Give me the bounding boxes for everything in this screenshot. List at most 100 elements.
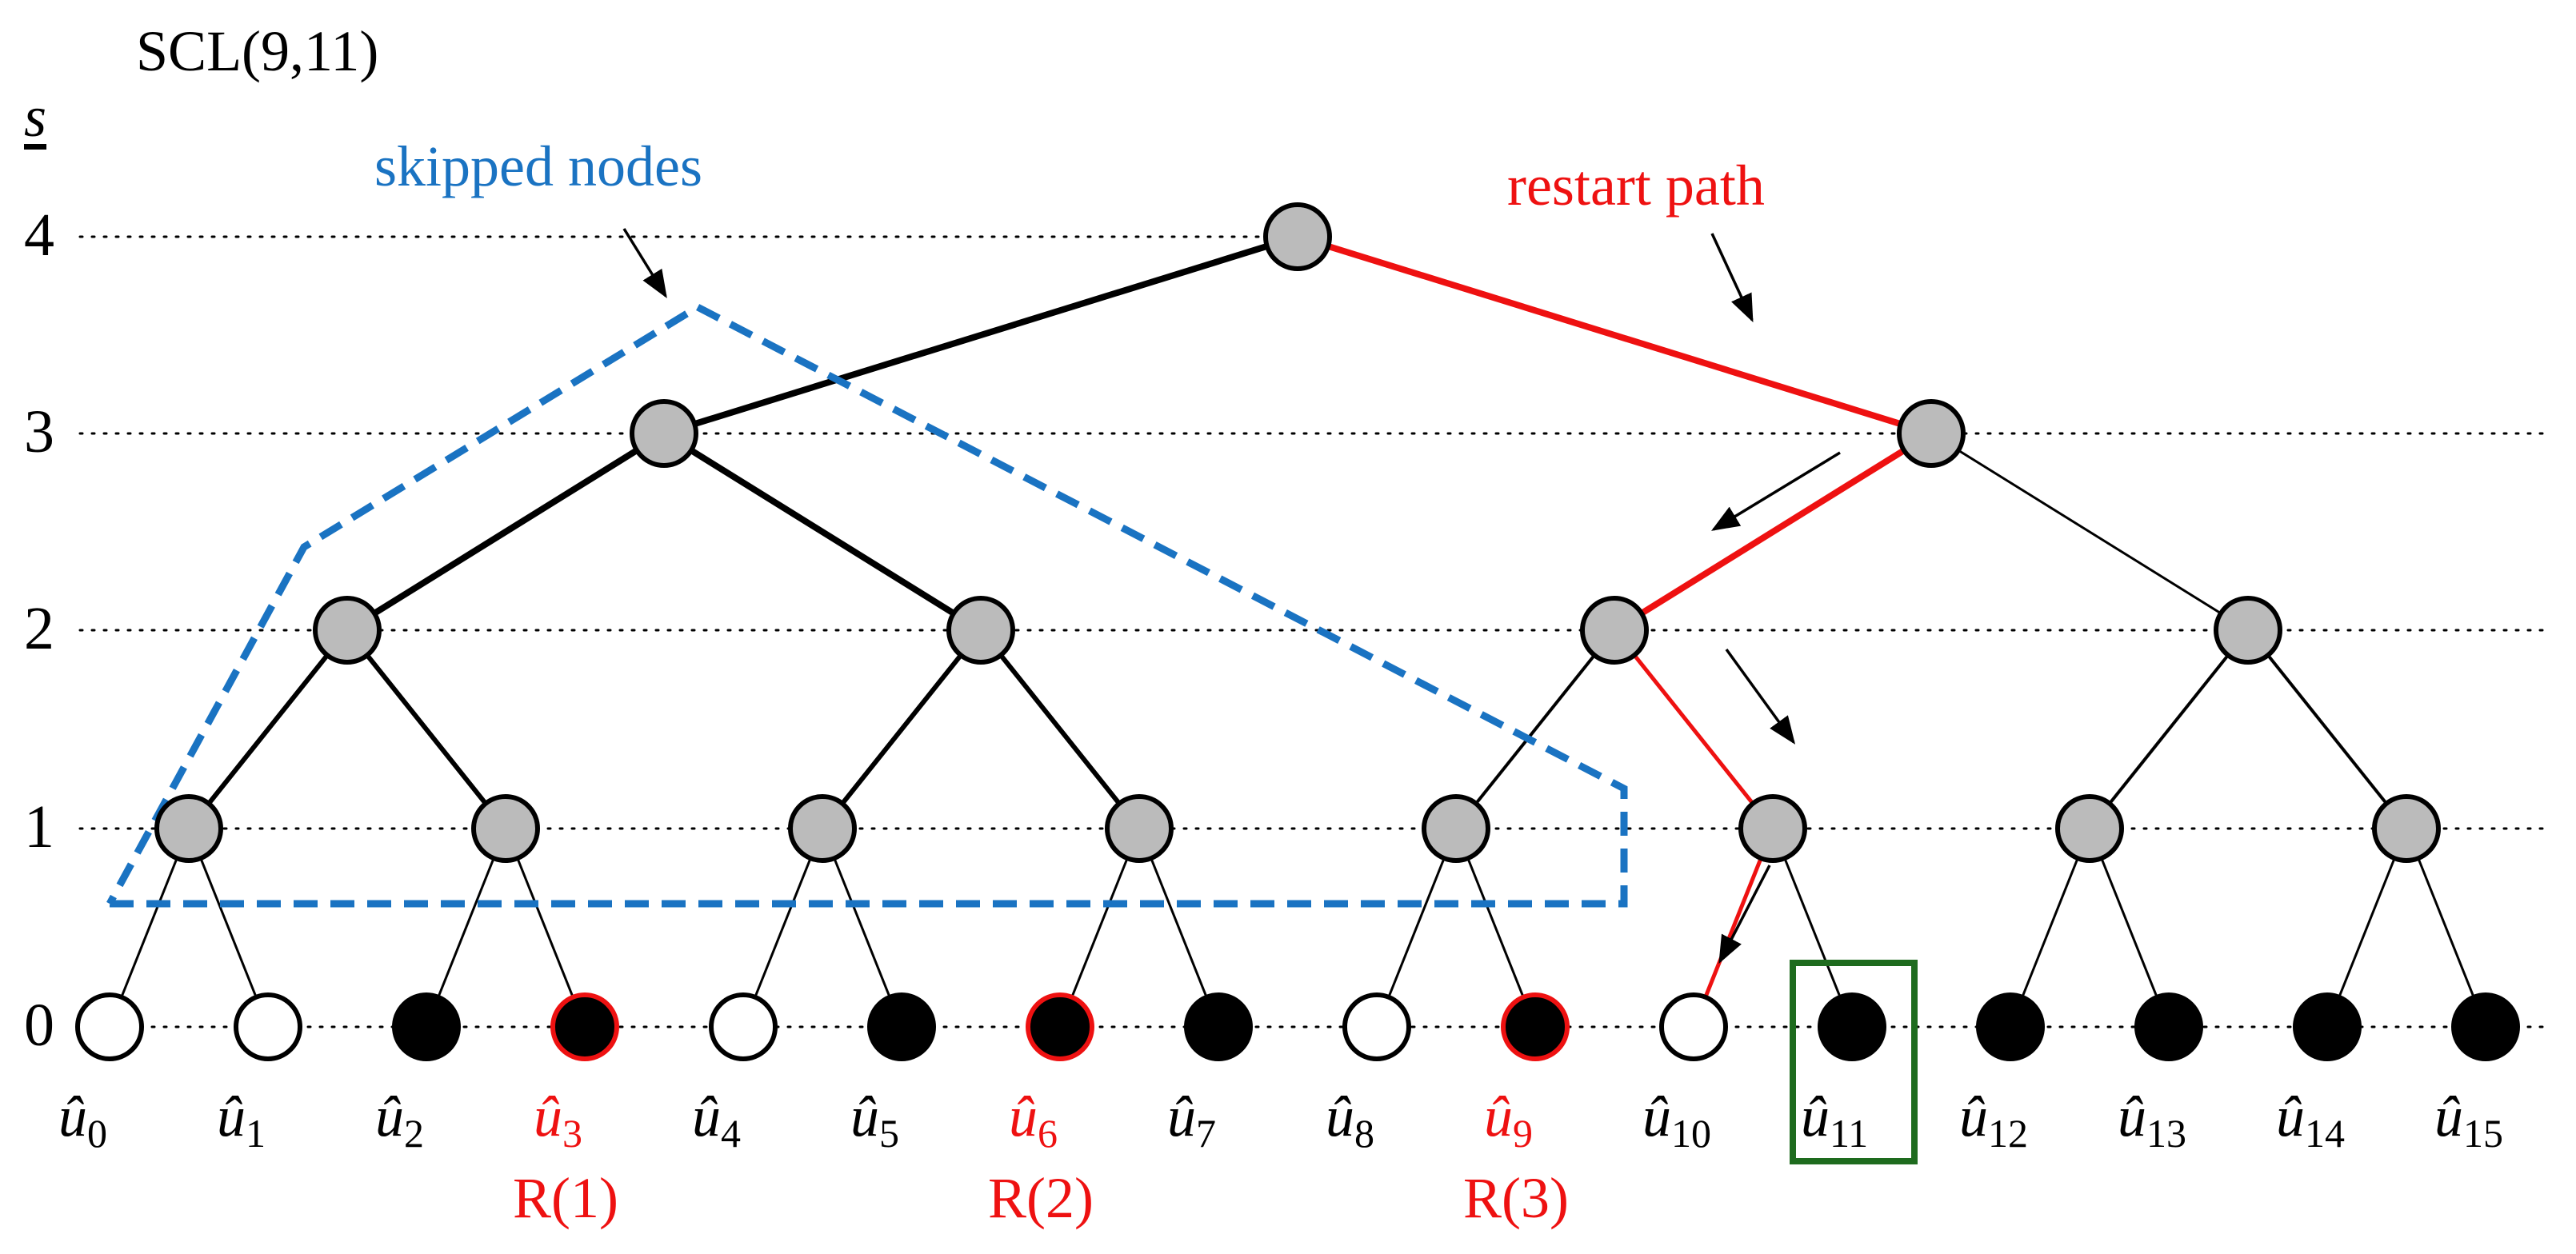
leaf-label-4: û4	[692, 1088, 741, 1153]
leaf-node-4	[709, 992, 778, 1061]
node-s4-0	[1263, 202, 1332, 271]
leaf-label-subscript: 3	[562, 1111, 582, 1156]
edge-s2-n3-c0	[2088, 629, 2250, 830]
edge-s1-n4-c1	[1454, 828, 1537, 1028]
leaf-label-base: û	[1642, 1084, 1671, 1148]
edge-s1-n5-c1	[1771, 828, 1854, 1028]
leaf-label-base: û	[375, 1084, 404, 1148]
leaf-node-6	[1026, 992, 1094, 1061]
edge-s1-n6-c0	[2009, 828, 2091, 1028]
leaf-label-base: û	[217, 1084, 246, 1148]
leaf-node-11	[1818, 992, 1886, 1061]
restart-label-3: R(3)	[1463, 1166, 1569, 1230]
leaf-label-subscript: 12	[1988, 1111, 2028, 1156]
leaf-node-10	[1659, 992, 1728, 1061]
level-label-3: 3	[24, 398, 54, 465]
edge-s2-n1-c1	[978, 629, 1142, 830]
level-label-1: 1	[24, 793, 54, 861]
skipped-nodes-region	[106, 302, 1628, 908]
leaf-label-9: û9	[1484, 1088, 1533, 1153]
leaf-label-subscript: 1	[246, 1111, 266, 1156]
node-s2-1	[946, 596, 1015, 665]
leaf-label-base: û	[2276, 1084, 2305, 1148]
leaf-node-8	[1342, 992, 1411, 1061]
stage-axis-label: s	[24, 85, 47, 149]
selected-leaf-box	[1790, 960, 1918, 1164]
edge-s1-n3-c1	[1138, 828, 1220, 1028]
edge-s3-n1-c0	[1612, 430, 1934, 633]
leaf-label-base: û	[850, 1084, 879, 1148]
leaf-label-subscript: 9	[1513, 1111, 1533, 1156]
leaf-label-subscript: 8	[1354, 1111, 1374, 1156]
leaf-node-0	[75, 992, 144, 1061]
edge-s3-n1-c1	[1930, 432, 2249, 632]
edge-s4-n0-c1	[1296, 234, 1933, 437]
edge-s2-n0-c0	[186, 629, 350, 830]
leaf-label-10: û10	[1642, 1088, 1711, 1153]
leaf-node-9	[1501, 992, 1570, 1061]
node-s1-2	[788, 794, 857, 863]
node-s1-7	[2372, 794, 2441, 863]
edge-s1-n2-c0	[742, 828, 824, 1028]
edge-s2-n1-c0	[820, 629, 983, 830]
path-arrow-2	[1725, 648, 1796, 745]
node-s1-3	[1105, 794, 1174, 863]
leaf-label-12: û12	[1959, 1088, 2028, 1153]
leaf-label-base: û	[58, 1084, 87, 1148]
edge-s1-n3-c0	[1058, 828, 1141, 1028]
edge-s1-n4-c0	[1375, 828, 1458, 1028]
edge-s2-n2-c1	[1613, 629, 1774, 830]
leaf-label-subscript: 11	[1830, 1111, 1869, 1156]
leaf-label-3: û3	[534, 1088, 582, 1153]
restart-label-2: R(2)	[988, 1166, 1094, 1230]
edge-s1-n1-c0	[425, 828, 507, 1028]
leaf-label-base: û	[1326, 1084, 1354, 1148]
leaf-label-7: û7	[1167, 1088, 1216, 1153]
leaf-label-subscript: 6	[1038, 1111, 1058, 1156]
node-s2-0	[313, 596, 382, 665]
leaf-node-2	[392, 992, 461, 1061]
leaf-label-14: û14	[2276, 1088, 2345, 1153]
tree-edges	[108, 234, 2487, 1028]
leaf-label-11: û11	[1801, 1088, 1868, 1153]
leaf-label-subscript: 4	[721, 1111, 741, 1156]
edge-s1-n1-c1	[504, 828, 586, 1028]
leaf-label-subscript: 5	[879, 1111, 899, 1156]
leaf-label-subscript: 0	[87, 1111, 107, 1156]
edge-s2-n3-c1	[2246, 629, 2408, 830]
leaf-label-0: û0	[58, 1088, 107, 1153]
leaf-label-1: û1	[217, 1088, 266, 1153]
leaf-node-13	[2134, 992, 2203, 1061]
edge-s4-n0-c0	[662, 234, 1299, 437]
leaf-label-base: û	[1009, 1084, 1038, 1148]
tree-nodes	[75, 202, 2520, 1061]
edge-s1-n7-c0	[2326, 828, 2408, 1028]
level-label-0: 0	[24, 992, 54, 1059]
leaf-label-subscript: 13	[2146, 1111, 2186, 1156]
leaf-label-subscript: 2	[404, 1111, 424, 1156]
node-s1-5	[1738, 794, 1807, 863]
leaf-label-base: û	[2118, 1084, 2146, 1148]
diagram-title: SCL(9,11)	[136, 19, 379, 83]
leaf-label-base: û	[2434, 1084, 2463, 1148]
edge-s1-n0-c0	[108, 828, 190, 1028]
leaf-node-1	[234, 992, 302, 1061]
leaf-label-base: û	[534, 1084, 562, 1148]
edge-s2-n0-c1	[345, 629, 508, 830]
leaf-label-subscript: 14	[2305, 1111, 2345, 1156]
restart-arrow	[1710, 233, 1754, 323]
node-s1-0	[154, 794, 223, 863]
edge-s3-n0-c0	[345, 430, 666, 633]
level-label-4: 4	[24, 202, 54, 269]
leaf-node-3	[550, 992, 619, 1061]
leaf-label-15: û15	[2434, 1088, 2503, 1153]
edge-s1-n7-c1	[2405, 828, 2487, 1028]
edge-s1-n6-c1	[2088, 828, 2170, 1028]
leaf-node-14	[2293, 992, 2362, 1061]
leaf-label-5: û5	[850, 1088, 899, 1153]
skipped-arrow	[622, 228, 667, 298]
node-s2-2	[1580, 596, 1649, 665]
node-s2-3	[2214, 596, 2282, 665]
leaf-label-subscript: 15	[2463, 1111, 2503, 1156]
edge-s1-n5-c0	[1691, 828, 1775, 1028]
